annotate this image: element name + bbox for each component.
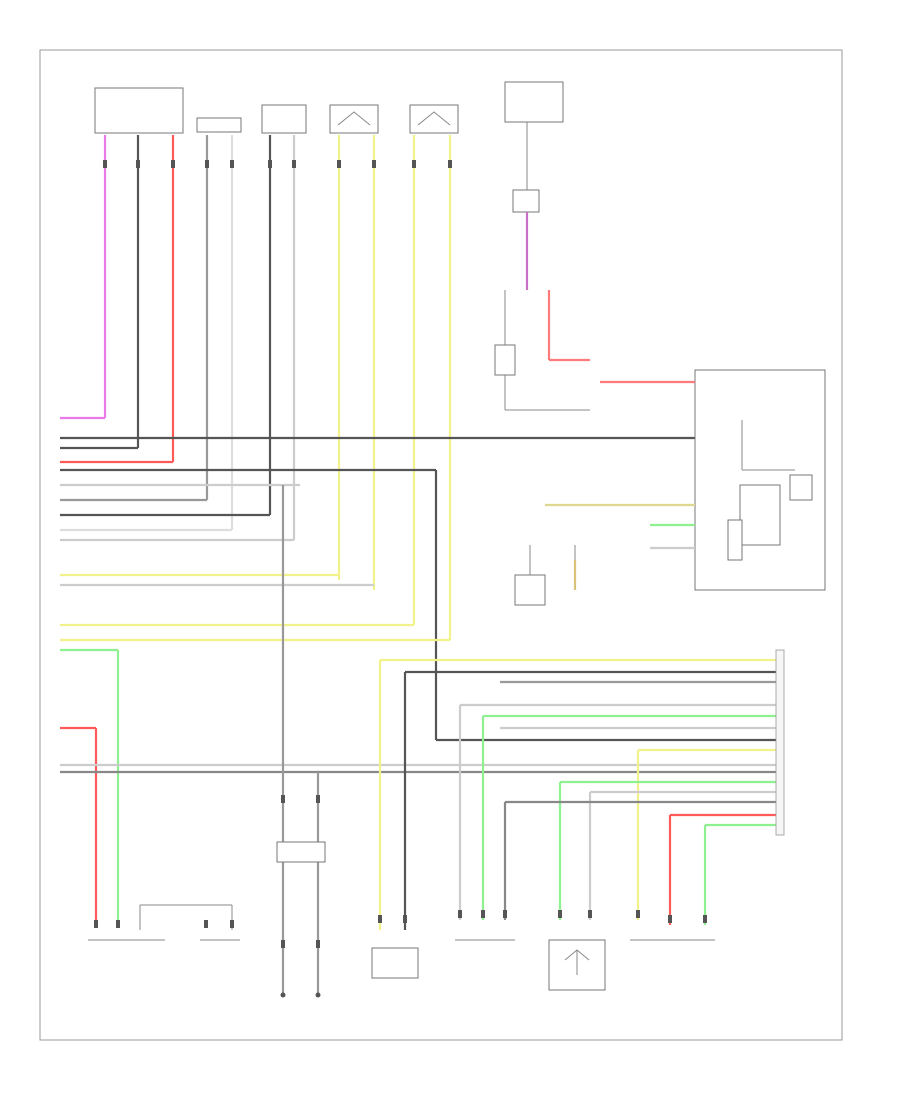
bottom-component-5 [548, 939, 606, 991]
junction-connector [276, 841, 326, 863]
top-component-3 [261, 104, 307, 134]
top-component-2 [196, 117, 242, 133]
bottom-connector-pins [94, 910, 707, 928]
top-component-1 [94, 87, 184, 134]
right-connector-wires [378, 658, 780, 930]
top-component-5 [409, 104, 459, 134]
top-component-6 [504, 81, 564, 123]
top-component-4 [329, 104, 379, 134]
diagram-border [39, 49, 843, 1041]
sensor-box-1 [512, 189, 540, 213]
top-connectors [103, 160, 452, 168]
right-connector-strip [775, 649, 785, 836]
bottom-component-3 [371, 947, 419, 979]
relay-box-2 [514, 574, 546, 606]
bottom-component-1 [88, 904, 233, 941]
relay-box-1 [494, 344, 516, 376]
